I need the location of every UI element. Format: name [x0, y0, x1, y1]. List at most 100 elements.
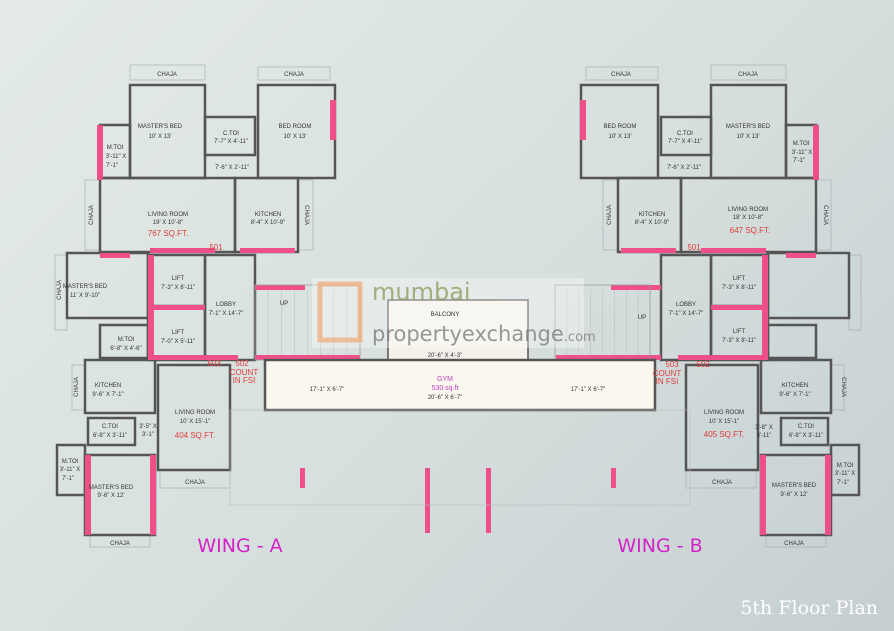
room-name: KITCHEN	[639, 212, 665, 218]
room-name: C.TOI	[677, 131, 693, 137]
stair-up-label: UP	[280, 301, 288, 307]
wing-b-label: WING - B	[617, 535, 702, 557]
room-name: M.TOI	[62, 459, 79, 465]
balcony-label: BALCONY	[431, 312, 460, 318]
room-outline	[579, 83, 660, 180]
balcony	[387, 299, 529, 361]
gym-area: 530 sq.ft	[432, 385, 459, 392]
chaja-label: CHAJA	[611, 72, 631, 78]
highlight-wall	[556, 355, 661, 360]
chaja-label: CHAJA	[284, 72, 304, 78]
room-name: M.TOI	[793, 141, 810, 147]
room-name: LIVING ROOM	[704, 410, 744, 416]
passage-size: 3'-5" X	[139, 424, 157, 430]
room-size: 19' X 10'-8"	[153, 220, 183, 226]
watermark-logo-icon	[317, 281, 363, 343]
room-size: 7'-7" X 4'-11"	[214, 139, 248, 145]
room-name: MASTER'S BED	[138, 124, 183, 130]
highlight-wall	[786, 253, 816, 258]
watermark: mumbai propertyexchange.com	[312, 278, 596, 348]
chaja-label: CHAJA	[89, 205, 95, 225]
passage-size: 7'-6" X 2'-11"	[667, 165, 701, 171]
room-size: 7'-1"	[793, 158, 805, 164]
chaja-outline	[710, 64, 787, 81]
room-name: LIFT	[172, 276, 185, 282]
highlight-wall	[150, 455, 156, 535]
highlight-wall	[100, 253, 130, 258]
center-block: UP UP BALCONY 20'-6" X 4'-3" GYM 530 sq.…	[280, 301, 646, 401]
side-size: 17'-1" X 6'-7"	[571, 387, 606, 393]
chaja-label: CHAJA	[74, 377, 80, 397]
room-size: 9'-6" X 7'-1"	[92, 392, 123, 398]
highlight-wall	[425, 468, 430, 533]
room-size: 7'-3" X 8'-11"	[722, 285, 756, 291]
highlight-wall	[255, 285, 305, 290]
fsi-note: IN FSI	[233, 376, 256, 385]
room-size: 10' X 15'-1"	[180, 419, 210, 425]
highlight-wall	[760, 455, 766, 535]
chaja-label: CHAJA	[185, 480, 205, 486]
highlight-wall	[611, 468, 616, 488]
room-outline	[203, 115, 257, 157]
terrace-outline	[229, 409, 691, 506]
highlight-wall	[148, 305, 205, 310]
room-outline	[128, 83, 207, 180]
room-size: 6'-8" X 3'-11"	[93, 433, 127, 439]
room-outline	[779, 416, 830, 447]
highlight-wall	[621, 248, 676, 253]
chaja-label: CHAJA	[607, 205, 613, 225]
room-outline	[98, 123, 132, 180]
unit-number: 502	[696, 360, 710, 369]
room-size: 10' X 15'-1"	[709, 419, 739, 425]
highlight-wall	[701, 248, 766, 253]
floor-plan-title: 5th Floor Plan	[740, 597, 878, 619]
chaja-label: CHAJA	[57, 280, 63, 300]
room-outline	[659, 115, 713, 157]
chaja-label: CHAJA	[712, 480, 732, 486]
highlight-wall	[255, 355, 360, 360]
highlight-wall	[813, 125, 819, 180]
room-size: 7'-1"	[106, 163, 118, 169]
highlight-wall	[486, 468, 491, 533]
highlight-wall	[97, 125, 103, 180]
room-name: LIFT	[733, 276, 746, 282]
room-name: MASTER'S BED	[63, 284, 108, 290]
room-name: C.TOI	[798, 424, 814, 430]
room-size: 7'-7" X 4'-11"	[668, 139, 702, 145]
passage-size: 3'-8" X	[755, 425, 773, 431]
room-size: 7'-0" X 5'-11"	[161, 339, 195, 345]
room-size: 7'-1"	[62, 476, 74, 482]
room-outline	[86, 416, 137, 447]
room-outline	[759, 358, 833, 415]
balcony-size: 20'-6" X 4'-3"	[428, 353, 463, 359]
highlight-wall	[300, 468, 305, 488]
room-size: 3'-11" X	[60, 467, 81, 473]
chaja-outline	[848, 254, 862, 331]
room-name: MASTER'S BED	[772, 483, 817, 489]
room-outline	[709, 83, 788, 180]
room-size: 3'-11" X	[106, 154, 127, 160]
wing-a-label: WING - A	[197, 535, 282, 557]
unit-area: 404 SQ.FT.	[175, 431, 215, 440]
room-size: 7'-1" X 14'-7"	[669, 311, 704, 317]
room-size: 9'-6" X 12'	[97, 493, 124, 499]
room-name: C.TOI	[102, 424, 118, 430]
chaja-label: CHAJA	[822, 205, 828, 225]
stair-up-label: UP	[638, 315, 646, 321]
highlight-wall	[330, 100, 336, 140]
highlight-wall	[825, 455, 831, 535]
room-name: LIFT	[172, 330, 185, 336]
room-size: 8'-4" X 10'-9"	[251, 220, 286, 226]
unit-number: 501	[209, 243, 223, 252]
room-size: 18' X 10'-8"	[733, 215, 763, 221]
room-size: 7'-1" X 14'-7"	[209, 311, 244, 317]
fsi-note: IN FSI	[656, 377, 679, 386]
room-size: 8'-4" X 10'-9"	[635, 220, 670, 226]
room-outline	[156, 363, 232, 472]
passage-size: 7'-6" X 2'-11"	[215, 165, 249, 171]
room-name: LIVING ROOM	[148, 212, 188, 218]
unit-number: 502	[235, 359, 249, 368]
highlight-wall	[678, 355, 768, 360]
unit-area: 647 SQ.FT.	[730, 226, 770, 235]
room-name: MASTER'S BED	[89, 485, 134, 491]
